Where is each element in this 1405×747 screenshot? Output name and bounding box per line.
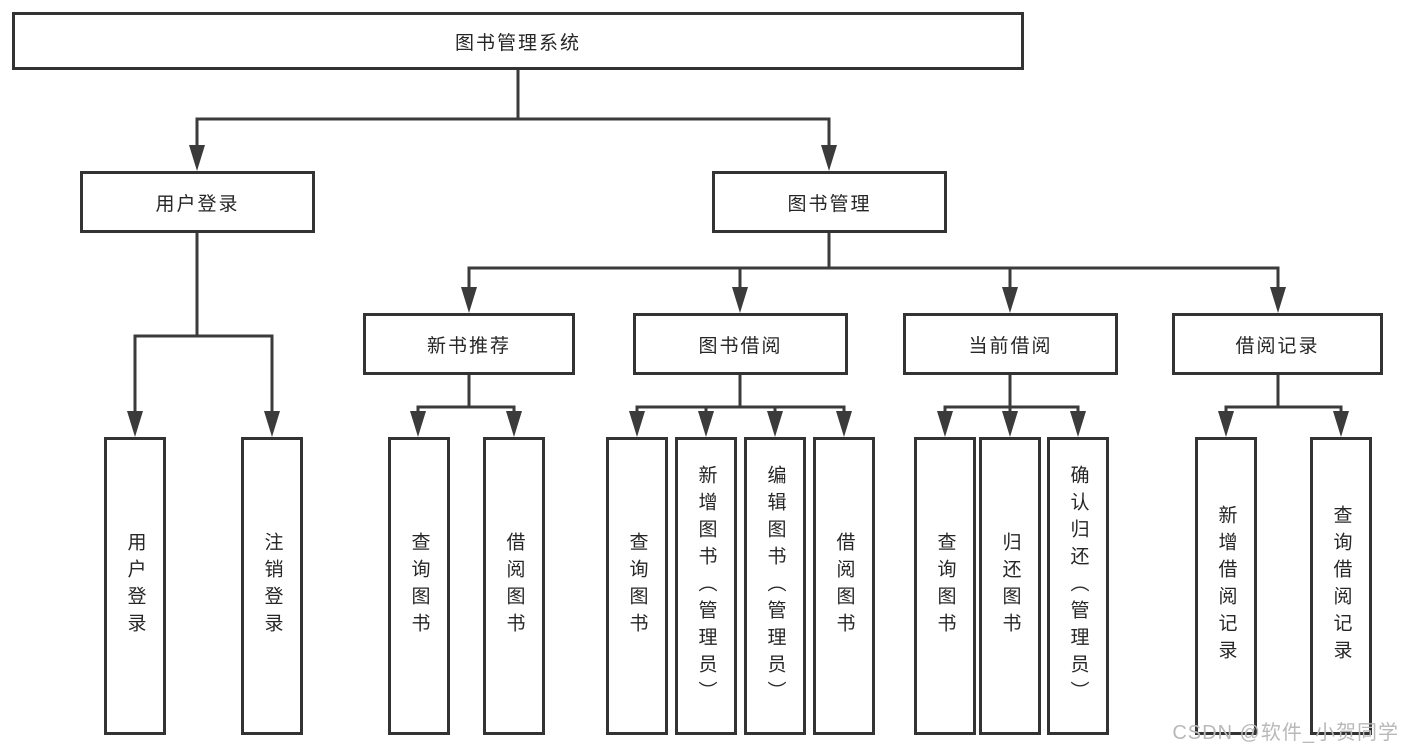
node-label: 借阅记录 (1235, 335, 1320, 357)
node-library-management-system: 图书管理系统 (12, 12, 1024, 70)
node-label: 图书管理 (787, 193, 872, 215)
leaf-label: 确认归还（管理员） (1067, 464, 1089, 708)
leaf-label: 新增借阅记录 (1215, 505, 1237, 667)
leaf-label: 查询借阅记录 (1330, 505, 1352, 667)
leaf-label: 新增图书（管理员） (695, 464, 717, 708)
node-label: 图书借阅 (698, 335, 783, 357)
node-user-login: 用户登录 (80, 171, 315, 233)
leaf-borrow-books-recommend: 借阅图书 (483, 437, 545, 735)
leaf-user-login: 用户登录 (104, 437, 166, 735)
node-book-management: 图书管理 (712, 171, 947, 233)
leaf-label: 查询图书 (934, 532, 956, 640)
leaf-return-books: 归还图书 (979, 437, 1041, 735)
leaf-query-books-borrow: 查询图书 (606, 437, 668, 735)
leaf-query-borrow-record: 查询借阅记录 (1310, 437, 1372, 735)
leaf-label: 查询图书 (626, 532, 648, 640)
node-label: 用户登录 (155, 193, 240, 215)
leaf-add-book-admin: 新增图书（管理员） (675, 437, 737, 735)
leaf-add-borrow-record: 新增借阅记录 (1195, 437, 1257, 735)
node-label: 新书推荐 (426, 335, 511, 357)
leaf-label: 归还图书 (999, 532, 1021, 640)
leaf-query-books-recommend: 查询图书 (388, 437, 450, 735)
watermark: CSDN @软件_小贺同学 (1172, 722, 1399, 744)
leaf-edit-book-admin: 编辑图书（管理员） (744, 437, 806, 735)
node-label: 当前借阅 (968, 335, 1053, 357)
leaf-logout: 注销登录 (241, 437, 303, 735)
node-current-borrow: 当前借阅 (903, 313, 1118, 375)
leaf-label: 用户登录 (124, 532, 146, 640)
leaf-label: 查询图书 (408, 532, 430, 640)
connector-path (133, 68, 1343, 414)
node-borrow-records: 借阅记录 (1172, 313, 1383, 375)
leaf-label: 借阅图书 (833, 532, 855, 640)
node-label: 图书管理系统 (454, 32, 581, 54)
leaf-label: 借阅图书 (503, 532, 525, 640)
arrowheads (127, 145, 1349, 437)
leaf-label: 注销登录 (261, 532, 283, 640)
node-book-borrow: 图书借阅 (633, 313, 848, 375)
node-new-book-recommend: 新书推荐 (363, 313, 575, 375)
leaf-confirm-return-admin: 确认归还（管理员） (1047, 437, 1109, 735)
leaf-borrow-books: 借阅图书 (813, 437, 875, 735)
leaf-label: 编辑图书（管理员） (764, 464, 786, 708)
leaf-query-books-current: 查询图书 (914, 437, 976, 735)
